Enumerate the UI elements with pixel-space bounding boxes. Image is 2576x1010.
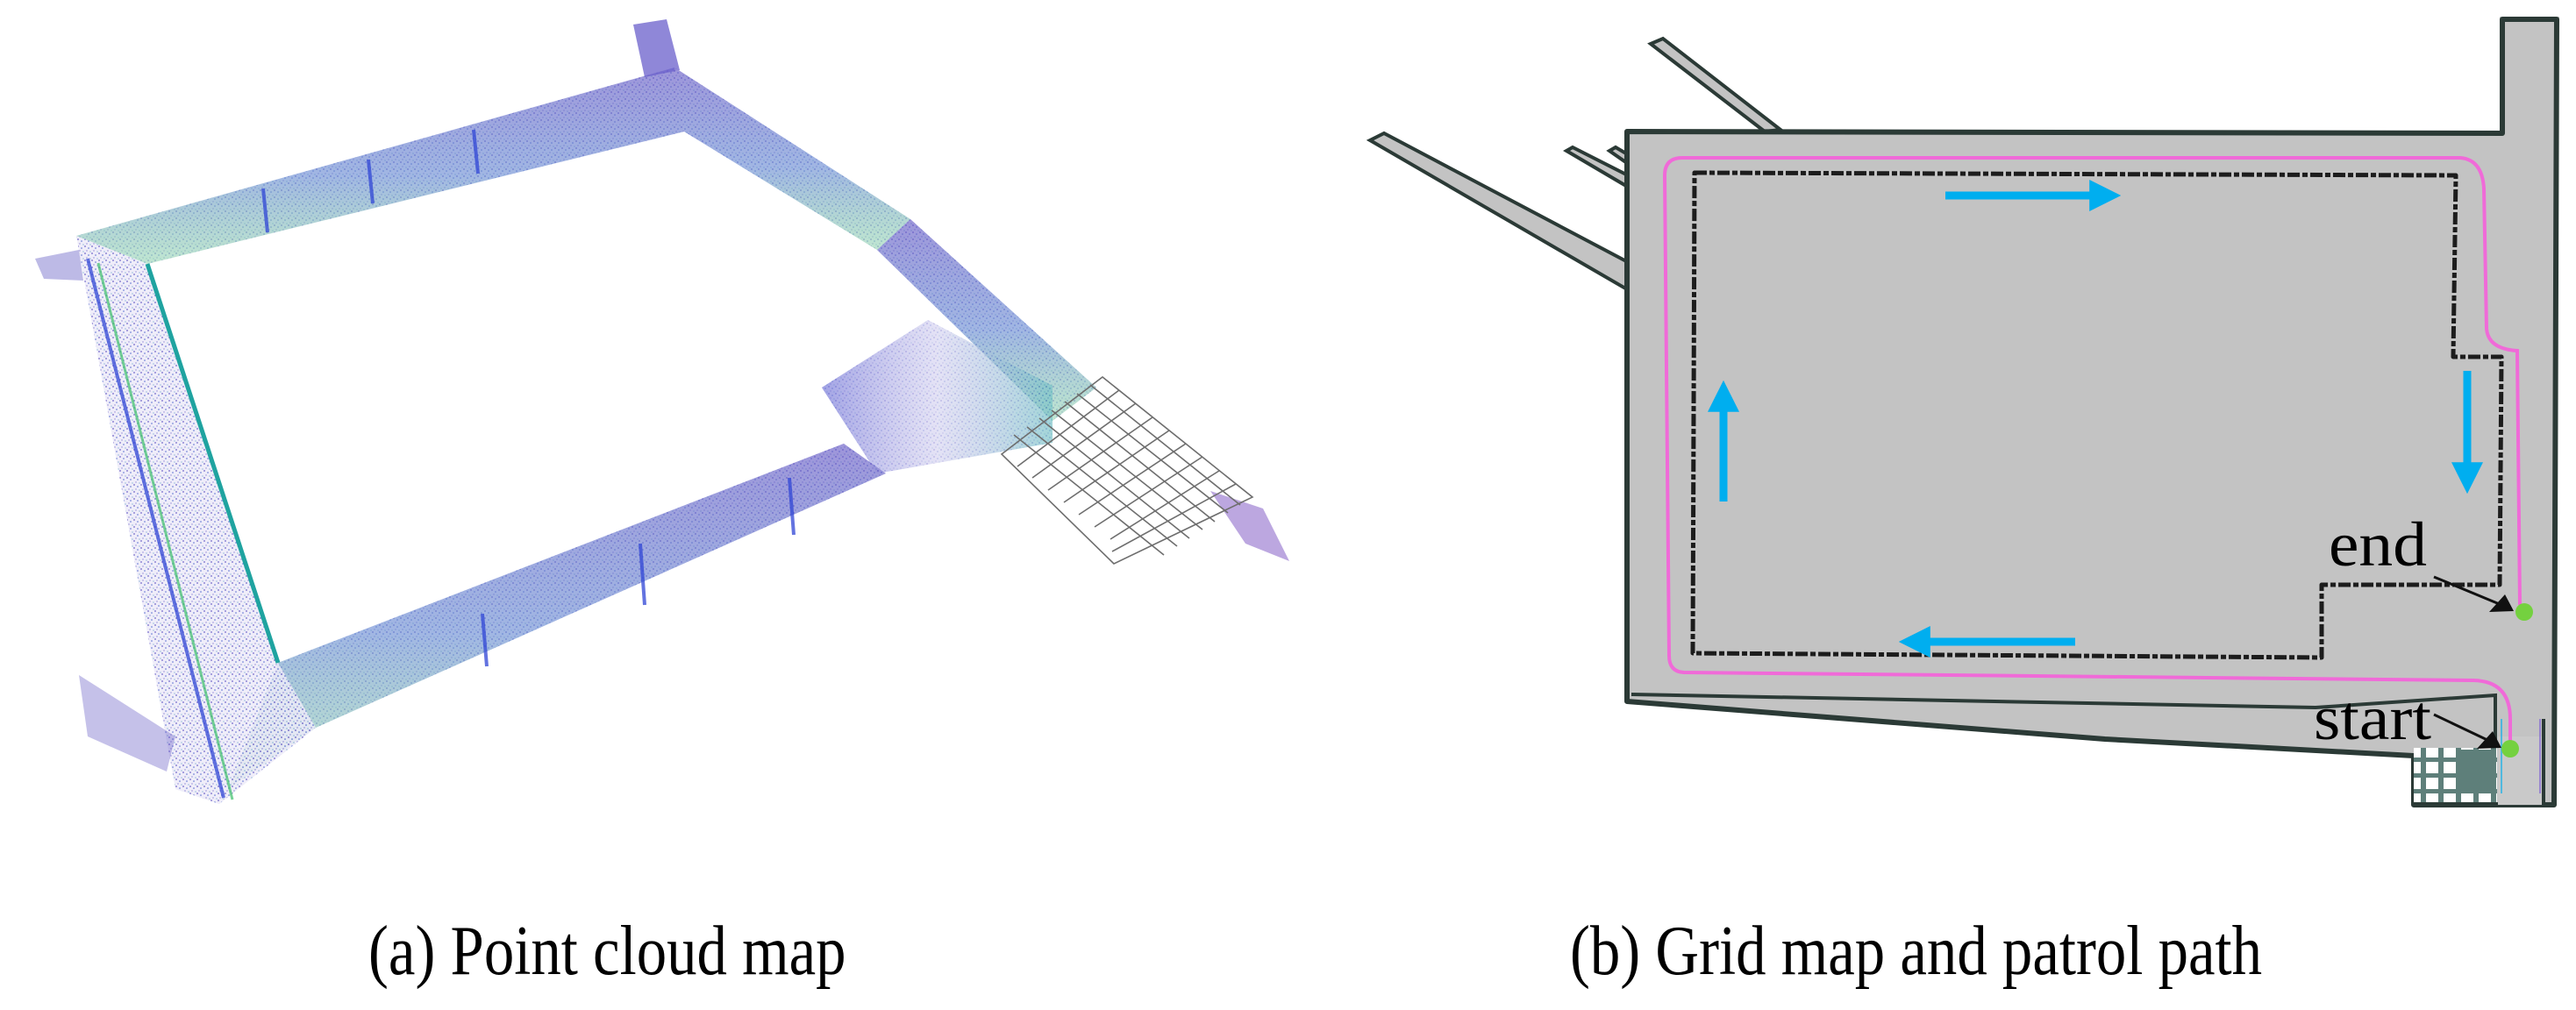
caption-grid-map: (b) Grid map and patrol path (1570, 913, 2263, 990)
start-marker: start (2314, 683, 2519, 758)
start-label: start (2314, 683, 2431, 753)
grid-map: end start (1366, 17, 2559, 807)
caption-point-cloud-map: (a) Point cloud map (368, 913, 846, 990)
point-cloud-map (35, 19, 1289, 804)
end-label: end (2329, 509, 2427, 580)
ground-grid (1000, 375, 1254, 565)
start-dot (2501, 740, 2519, 758)
start-pointer-icon (2477, 731, 2501, 749)
end-marker: end (2329, 509, 2533, 621)
grid-map-panel: end start (1351, 0, 2576, 842)
end-dot (2515, 603, 2533, 621)
wall-columns (261, 129, 796, 667)
end-pointer-icon (2489, 594, 2514, 612)
left-wall (76, 236, 316, 804)
point-cloud-panel (0, 0, 1298, 842)
direction-arrows (1708, 180, 2483, 658)
patrol-path (1662, 156, 2522, 747)
inner-obstacle (1690, 170, 2504, 660)
